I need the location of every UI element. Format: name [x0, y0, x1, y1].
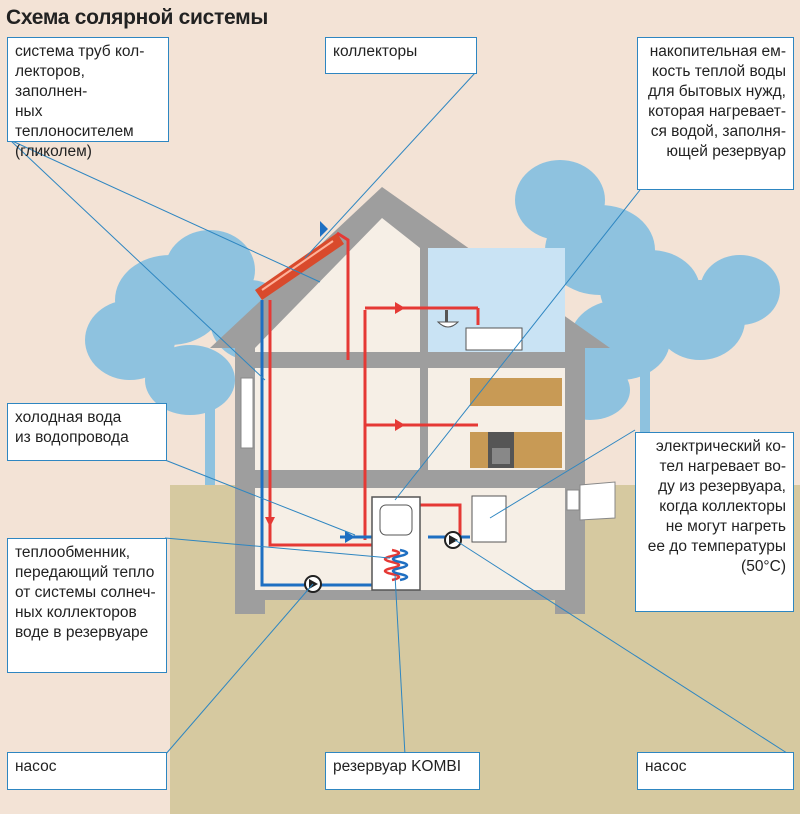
pump-right-icon: [444, 531, 462, 549]
attic-room: [255, 218, 420, 352]
bathroom: [428, 248, 565, 352]
electric-boiler: [471, 495, 507, 543]
label-boiler: электрический ко- тел нагревает во- ду и…: [635, 432, 794, 612]
tank-kombi: [371, 496, 421, 591]
label-pump-right: насос: [637, 752, 794, 790]
stove-icon: [488, 432, 514, 468]
label-cold-water: холодная вода из водопровода: [7, 403, 167, 461]
kitchen-cabinets: [470, 378, 562, 468]
sink-icon: [436, 310, 523, 351]
left-window: [240, 377, 254, 449]
right-vent: [566, 489, 580, 511]
side-box: [579, 481, 616, 521]
label-collectors: коллекторы: [325, 37, 477, 74]
label-tank: резервуар KOMBI: [325, 752, 480, 790]
solar-collector: [255, 233, 344, 300]
label-pump-left: насос: [7, 752, 167, 790]
callout-lines: [9, 72, 791, 756]
label-exchanger: теплообменник, передающий тепло от систе…: [7, 538, 167, 673]
page-title: Схема солярной системы: [6, 6, 268, 29]
label-storage: накопительная ем- кость теплой воды для …: [637, 37, 794, 190]
flow-arrows: [265, 221, 405, 543]
second-floor-left: [255, 368, 420, 470]
label-pipes: система труб кол- лекторов, заполнен- ны…: [7, 37, 169, 160]
